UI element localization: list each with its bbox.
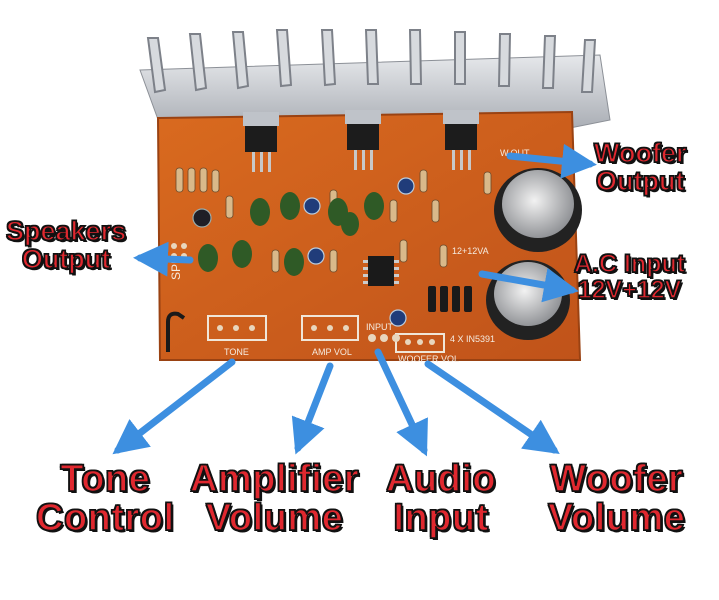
connector-headers — [207, 315, 445, 353]
arrow-ac-input — [478, 267, 579, 303]
power-transistors — [243, 110, 479, 172]
heatsink — [139, 29, 611, 131]
wire-jumper — [166, 311, 186, 352]
label-tone-control: Tone Control — [35, 458, 175, 539]
label-amplifier-volume: Amplifier Volume — [189, 458, 360, 539]
label-audio-input: Audio Input — [385, 458, 497, 539]
silk-input: INPUT — [366, 322, 394, 332]
label-ac-input-line1: A.C Input — [573, 250, 686, 278]
label-woofer-output: Woofer Output — [593, 138, 687, 196]
label-audio-input-line1: Audio — [385, 458, 497, 500]
label-speakers-output-line2: Output — [21, 243, 111, 274]
callout-arrows — [112, 143, 597, 457]
label-woofer-volume-line1: Woofer — [549, 458, 684, 500]
pcb-board — [156, 110, 582, 361]
film-capacitors — [198, 192, 384, 276]
silk-ac: 12+12VA — [452, 246, 489, 256]
arrow-amp-vol — [291, 362, 334, 455]
resistors — [175, 167, 492, 273]
label-amplifier-volume-line2: Volume — [205, 496, 344, 539]
arrow-tone — [112, 358, 236, 455]
silk-woofer-vol: WOOFER VOL — [398, 354, 459, 364]
silk-tone: TONE — [224, 347, 249, 357]
silk-amp-vol: AMP VOL — [312, 347, 352, 357]
label-woofer-volume-line2: Volume — [547, 496, 686, 539]
label-woofer-volume: Woofer Volume — [547, 458, 686, 539]
arrow-woofer-output — [506, 143, 597, 179]
arrow-woofer-vol — [424, 360, 560, 454]
silk-diodes: 4 X IN5391 — [450, 334, 495, 344]
label-tone-control-line1: Tone — [60, 458, 151, 500]
op-amp-ic — [363, 256, 399, 286]
label-tone-control-line2: Control — [35, 496, 175, 539]
rectifier-diodes — [428, 286, 472, 312]
label-amplifier-volume-line1: Amplifier — [189, 458, 360, 500]
label-speakers-output: Speakers Output — [5, 216, 127, 274]
label-speakers-output-line1: Speakers — [5, 216, 127, 246]
arrow-audio-input — [374, 348, 428, 457]
arrow-speakers-output — [133, 241, 194, 277]
small-capacitors — [192, 177, 415, 327]
label-ac-input-line2: 12V+12V — [577, 275, 682, 304]
label-ac-input: A.C Input 12V+12V — [573, 250, 686, 304]
label-audio-input-line2: Input — [393, 496, 489, 539]
filter-capacitors — [486, 168, 582, 340]
label-woofer-output-line1: Woofer — [593, 138, 687, 168]
header-pads — [171, 243, 435, 345]
label-woofer-output-line2: Output — [595, 165, 685, 196]
